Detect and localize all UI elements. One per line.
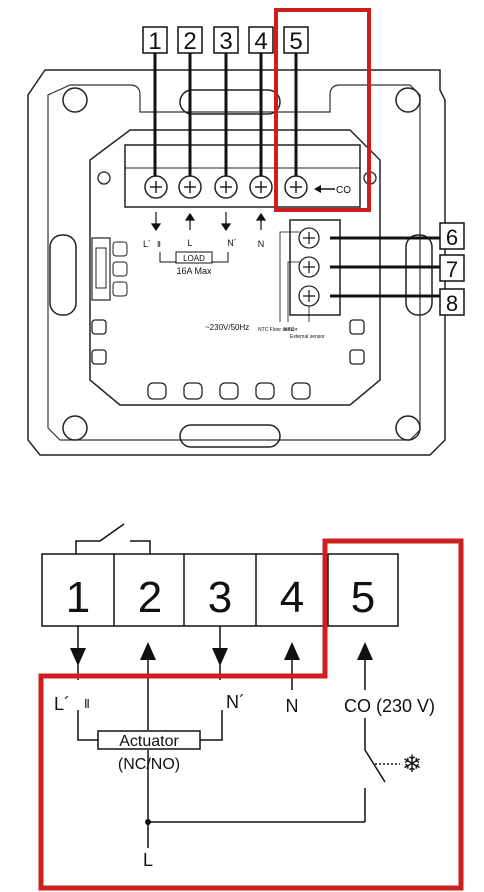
actuator-box: [97, 730, 201, 750]
aux-terminal-7: 7: [446, 257, 458, 282]
top-terminal-3: 3: [219, 28, 232, 55]
mount-hole-bottom-left: [62, 415, 88, 441]
top-terminal-4: 4: [254, 28, 267, 55]
schematic-phase-mark: Ⅱ: [84, 697, 90, 711]
top-label-n-prime: N´: [227, 238, 237, 248]
device-back-view: 1 2 3 4 5 CO L´ Ⅱ L N´ N LOAD 16A Max ~2…: [27, 8, 465, 456]
top-co-label: CO: [336, 185, 351, 196]
top-phase-mark: Ⅱ: [157, 240, 161, 249]
side-slot-left: [49, 234, 77, 316]
side-slot-right: [405, 234, 433, 316]
terminal-direction-arrows: [150, 212, 267, 232]
terminal-screws: [144, 175, 308, 199]
top-label-l: L: [187, 238, 192, 248]
top-terminal-5: 5: [289, 28, 302, 55]
top-terminal-1: 1: [148, 28, 161, 55]
supply-label: ~230V/50Hz: [205, 323, 249, 332]
schematic: 1 2 3 4 5 L´: [38, 523, 464, 891]
schematic-terminal-3: 3: [208, 573, 232, 622]
aux-terminal-8: 8: [446, 291, 458, 316]
schematic-terminal-2: 2: [138, 573, 162, 622]
terminal-number-boxes: [142, 26, 309, 54]
top-label-l-prime: L´: [143, 239, 151, 249]
load-rating: 16A Max: [176, 266, 212, 276]
schematic-l-prime: L´: [54, 694, 70, 714]
schematic-l-bottom: L: [143, 850, 153, 870]
schematic-terminal-4: 4: [280, 573, 304, 622]
bottom-slot: [179, 424, 281, 448]
schematic-co-label: CO (230 V): [344, 696, 435, 716]
highlight-terminal-5-bottom: [38, 538, 464, 891]
top-label-n: N: [258, 239, 265, 249]
top-slot: [179, 89, 281, 115]
aux-terminal-6: 6: [446, 225, 458, 250]
schematic-arrows: [70, 642, 373, 666]
ntc-external-label: External sensor: [290, 334, 325, 340]
relay-pins: [91, 237, 111, 301]
ntc-floor-label: NTC Floor sensor: [258, 327, 298, 333]
schematic-terminal-strip: [41, 553, 399, 627]
highlight-terminal-5-top: [274, 8, 371, 212]
mount-hole-top-right: [395, 87, 421, 113]
mount-hole-top-left: [62, 87, 88, 113]
junction-dot: [145, 819, 151, 825]
load-box: [175, 251, 213, 264]
schematic-terminal-1: 1: [66, 573, 90, 622]
schematic-terminal-5: 5: [351, 573, 375, 622]
terminal-block: [124, 144, 361, 208]
relay-switch: [75, 523, 151, 554]
mount-hole-bottom-right: [395, 415, 421, 441]
top-wires: [153, 52, 298, 176]
schematic-n-prime: N´: [226, 692, 245, 712]
bottom-vents: [91, 171, 377, 400]
inner-body: [89, 129, 381, 406]
top-terminal-2: 2: [183, 28, 196, 55]
ntc-label: NTC: [284, 327, 295, 333]
actuator-type: (NC/NO): [118, 756, 180, 773]
schematic-n: N: [286, 696, 299, 716]
snowflake-icon: ❄: [402, 751, 422, 778]
load-label: LOAD: [183, 254, 205, 263]
actuator-label: Actuator: [119, 733, 179, 750]
